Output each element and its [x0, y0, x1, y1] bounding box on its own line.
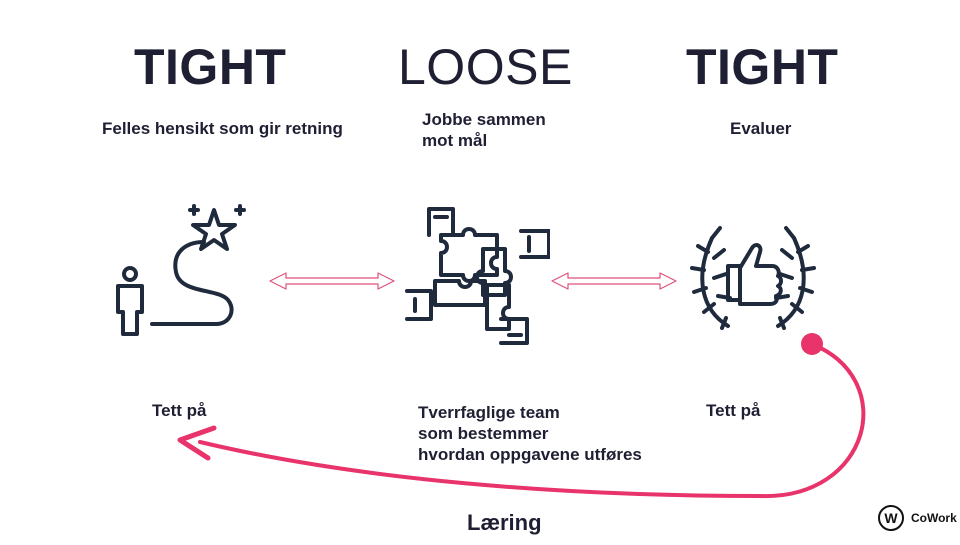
caption-middle: Tverrfaglige team som bestemmer hvordan …: [418, 403, 642, 464]
logo-mark-icon: W: [878, 505, 904, 531]
heading-tight-right: TIGHT: [686, 39, 839, 95]
heading-loose: LOOSE: [398, 39, 573, 95]
subtitle-right: Evaluer: [730, 119, 792, 138]
caption-left: Tett på: [152, 401, 207, 420]
double-arrow-left: [268, 271, 396, 296]
cowork-logo: W CoWork: [878, 505, 957, 531]
laurel-thumbs-up-icon: [688, 218, 818, 333]
heading-tight-left: TIGHT: [134, 39, 287, 95]
person-star-path-icon: [108, 198, 258, 338]
subtitle-left: Felles hensikt som gir retning: [102, 119, 343, 138]
subtitle-middle: Jobbe sammen mot mål: [422, 110, 546, 150]
double-arrow-right: [550, 271, 678, 296]
feedback-label: Læring: [467, 510, 542, 535]
caption-right: Tett på: [706, 401, 761, 420]
logo-text: CoWork: [911, 511, 957, 525]
puzzle-hands-icon: [405, 205, 550, 345]
